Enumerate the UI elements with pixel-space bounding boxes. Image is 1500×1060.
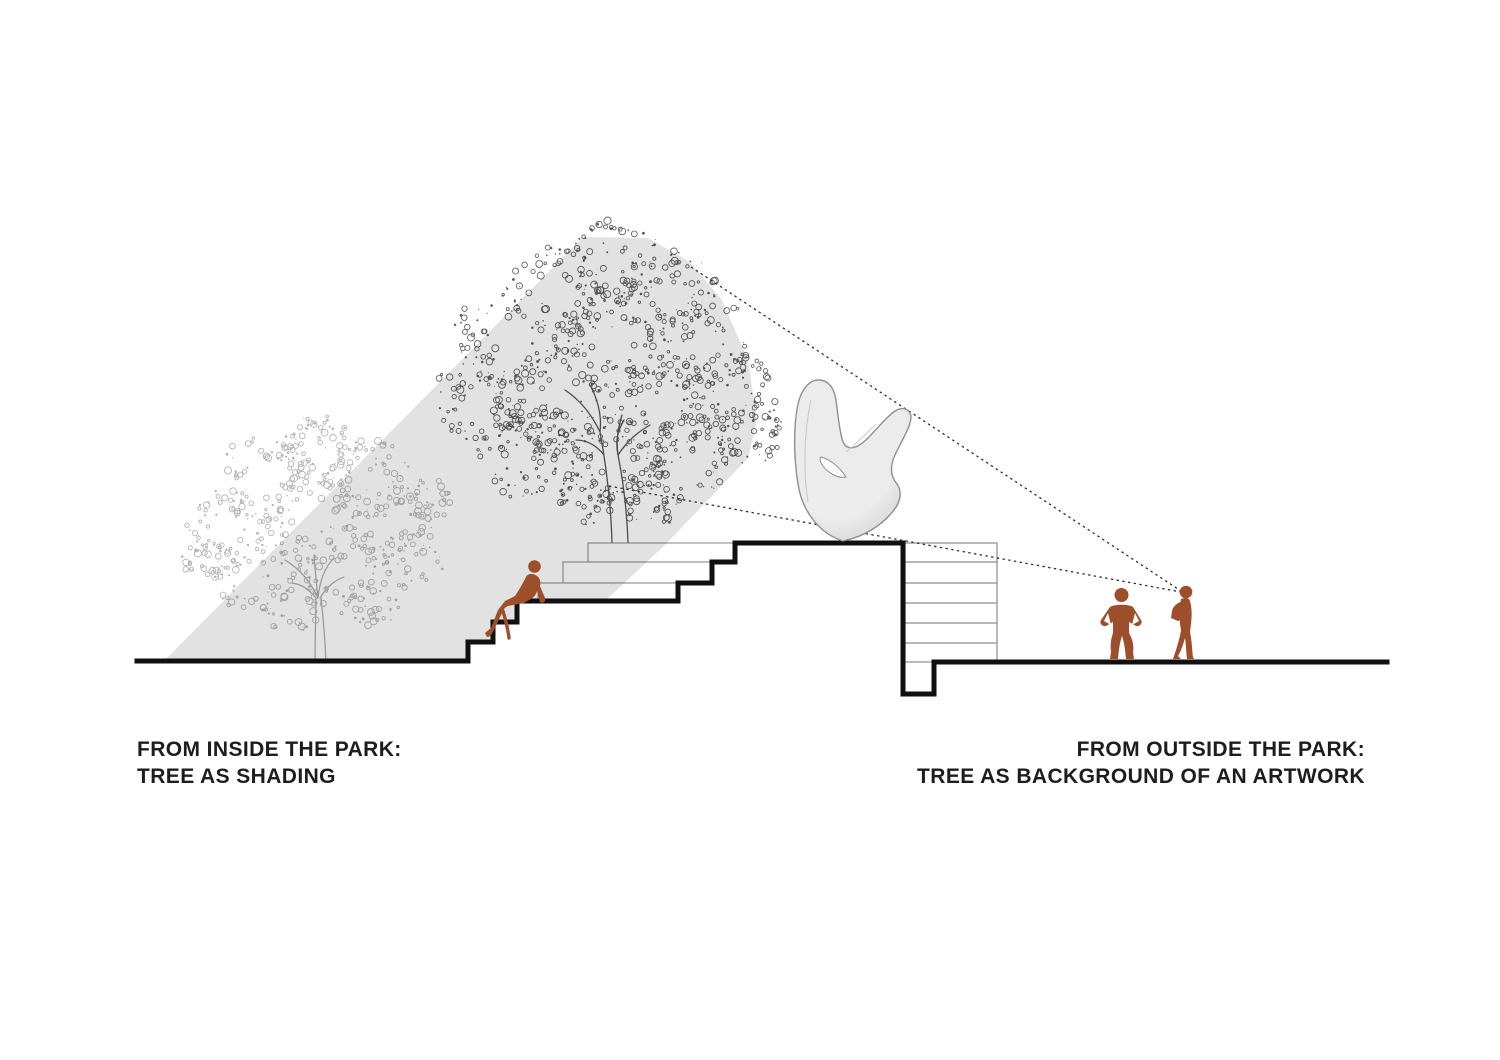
seated-person-body (485, 573, 546, 637)
sight-line-to-canopy (690, 266, 1182, 592)
seated-person-figure (485, 560, 546, 640)
photographer-camera (1171, 601, 1184, 621)
background-tree-trunk (284, 554, 345, 663)
caption-inside-park: FROM INSIDE THE PARK: TREE AS SHADING (137, 736, 402, 790)
background-tree-foliage (182, 414, 454, 631)
sculpture-hole (819, 456, 847, 478)
standing-person-head (1114, 588, 1129, 602)
sculpture (793, 379, 912, 542)
caption-inside-line1: FROM INSIDE THE PARK: (137, 738, 402, 761)
sight-line-to-trunk (608, 485, 1182, 593)
main-tree-trunk (564, 384, 651, 543)
photographer-body (1173, 597, 1194, 659)
standing-person-figure (1100, 588, 1142, 659)
sculpture-body (793, 379, 912, 542)
caption-inside-line2: TREE AS SHADING (137, 765, 336, 788)
caption-outside-line1: FROM OUTSIDE THE PARK: (1076, 738, 1365, 761)
seated-person-head (528, 560, 541, 573)
ground-profile (134, 540, 1390, 697)
standing-person-arm-gaps (1104, 613, 1139, 625)
sight-lines (608, 266, 1182, 593)
photographer-head (1179, 585, 1193, 599)
background-tree (180, 414, 454, 663)
stair-wall (904, 542, 998, 663)
tree-shadow-band (165, 237, 757, 660)
main-tree (435, 216, 782, 543)
sculpture-inner-shading (804, 399, 877, 503)
seated-person-limbs (501, 581, 531, 640)
caption-outside-line2: TREE AS BACKGROUND OF AN ARTWORK (917, 765, 1365, 788)
caption-outside-park: FROM OUTSIDE THE PARK: TREE AS BACKGROUN… (917, 736, 1365, 790)
photographer-figure (1171, 585, 1194, 659)
stair-wall-treads (905, 561, 997, 644)
standing-person-body (1100, 604, 1142, 659)
